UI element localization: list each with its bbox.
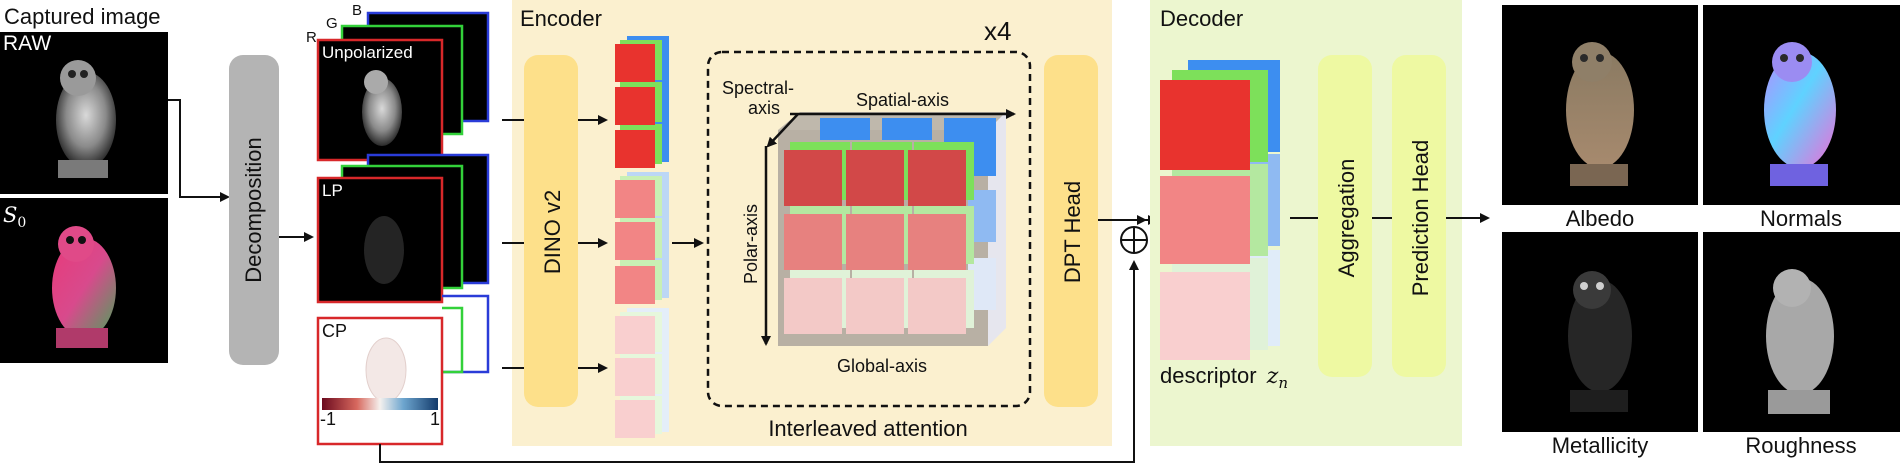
svg-text:S0: S0	[3, 203, 26, 231]
input-title: Captured image	[4, 4, 161, 29]
channel-g-label: G	[326, 15, 338, 32]
raw-image: RAW	[0, 32, 168, 194]
descriptor-stack	[1160, 60, 1280, 360]
output-metallicity: Metallicity	[1502, 232, 1698, 458]
spectral-axis-label-1: Spectral-	[722, 78, 794, 98]
spectral-axis-label-2: axis	[748, 98, 780, 118]
s0-image: S0	[0, 198, 168, 363]
output-roughness-label: Roughness	[1745, 433, 1856, 458]
decoder-title: Decoder	[1160, 6, 1243, 31]
aggregation-label: Aggregation	[1334, 159, 1359, 278]
descriptor-label: descriptor	[1160, 363, 1257, 388]
repeat-label: x4	[984, 16, 1011, 46]
owl-s0-icon	[52, 226, 116, 348]
s0-subscript: 0	[17, 215, 26, 231]
lp-label: LP	[322, 181, 343, 200]
colorbar-min-label: -1	[320, 409, 336, 429]
owl-albedo-icon	[1566, 42, 1634, 186]
prediction-head-label: Prediction Head	[1408, 140, 1433, 297]
channel-r-label: R	[306, 29, 317, 46]
cp-label: CP	[322, 321, 347, 341]
interleaved-attention-box	[706, 50, 1032, 408]
svg-text:descriptor zn: descriptor zn	[1160, 363, 1288, 392]
spectral-axis-arrow	[766, 113, 799, 148]
channel-stack-unpolarized: Unpolarized R G B	[306, 2, 490, 162]
global-axis-label: Global-axis	[837, 356, 927, 376]
owl-unpolarized-icon	[362, 70, 402, 146]
token-column	[615, 36, 669, 438]
prediction-head-block: Prediction Head	[1392, 55, 1446, 377]
decomposition-block: Decomposition	[229, 55, 279, 365]
input-connector	[168, 99, 230, 202]
channel-b-label: B	[352, 2, 362, 19]
token-group-lightpink	[615, 308, 669, 438]
channel-stack-lp: LP	[316, 153, 490, 304]
s0-label: S	[3, 203, 17, 227]
owl-metallicity-icon	[1568, 271, 1632, 412]
decomposition-label: Decomposition	[241, 137, 266, 283]
output-albedo-label: Albedo	[1566, 206, 1635, 231]
owl-lp-icon	[364, 216, 404, 284]
owl-raw-icon	[56, 60, 116, 178]
encoder-title: Encoder	[520, 6, 602, 31]
spatial-axis-label: Spatial-axis	[856, 90, 949, 110]
descriptor-symbol: z	[1266, 364, 1279, 389]
interleaved-attention-label: Interleaved attention	[768, 416, 967, 441]
polar-axis-label: Polar-axis	[741, 204, 761, 284]
owl-cp-icon	[365, 337, 407, 403]
output-normals: Normals	[1703, 5, 1900, 231]
output-metallicity-label: Metallicity	[1552, 433, 1649, 458]
unpolarized-label: Unpolarized	[322, 43, 413, 62]
skip-connection	[379, 260, 1139, 463]
dpt-head-block: DPT Head	[1044, 55, 1098, 407]
aggregation-block: Aggregation	[1318, 55, 1372, 377]
output-albedo: Albedo	[1502, 5, 1698, 231]
token-group-pink	[615, 172, 669, 304]
attention-cube	[778, 112, 1006, 346]
owl-roughness-icon	[1766, 269, 1834, 414]
output-normals-label: Normals	[1760, 206, 1842, 231]
owl-normals-icon	[1764, 42, 1836, 186]
dino-block: DINO v2	[524, 55, 578, 407]
dino-label: DINO v2	[540, 190, 565, 274]
raw-label: RAW	[3, 32, 51, 55]
channel-stack-cp: -1 1 CP	[316, 294, 490, 446]
token-group-red	[615, 36, 669, 168]
dpt-head-label: DPT Head	[1060, 181, 1085, 283]
output-roughness: Roughness	[1703, 232, 1900, 458]
cp-colorbar	[322, 398, 438, 410]
colorbar-max-label: 1	[430, 409, 440, 429]
descriptor-subscript: n	[1278, 374, 1288, 392]
